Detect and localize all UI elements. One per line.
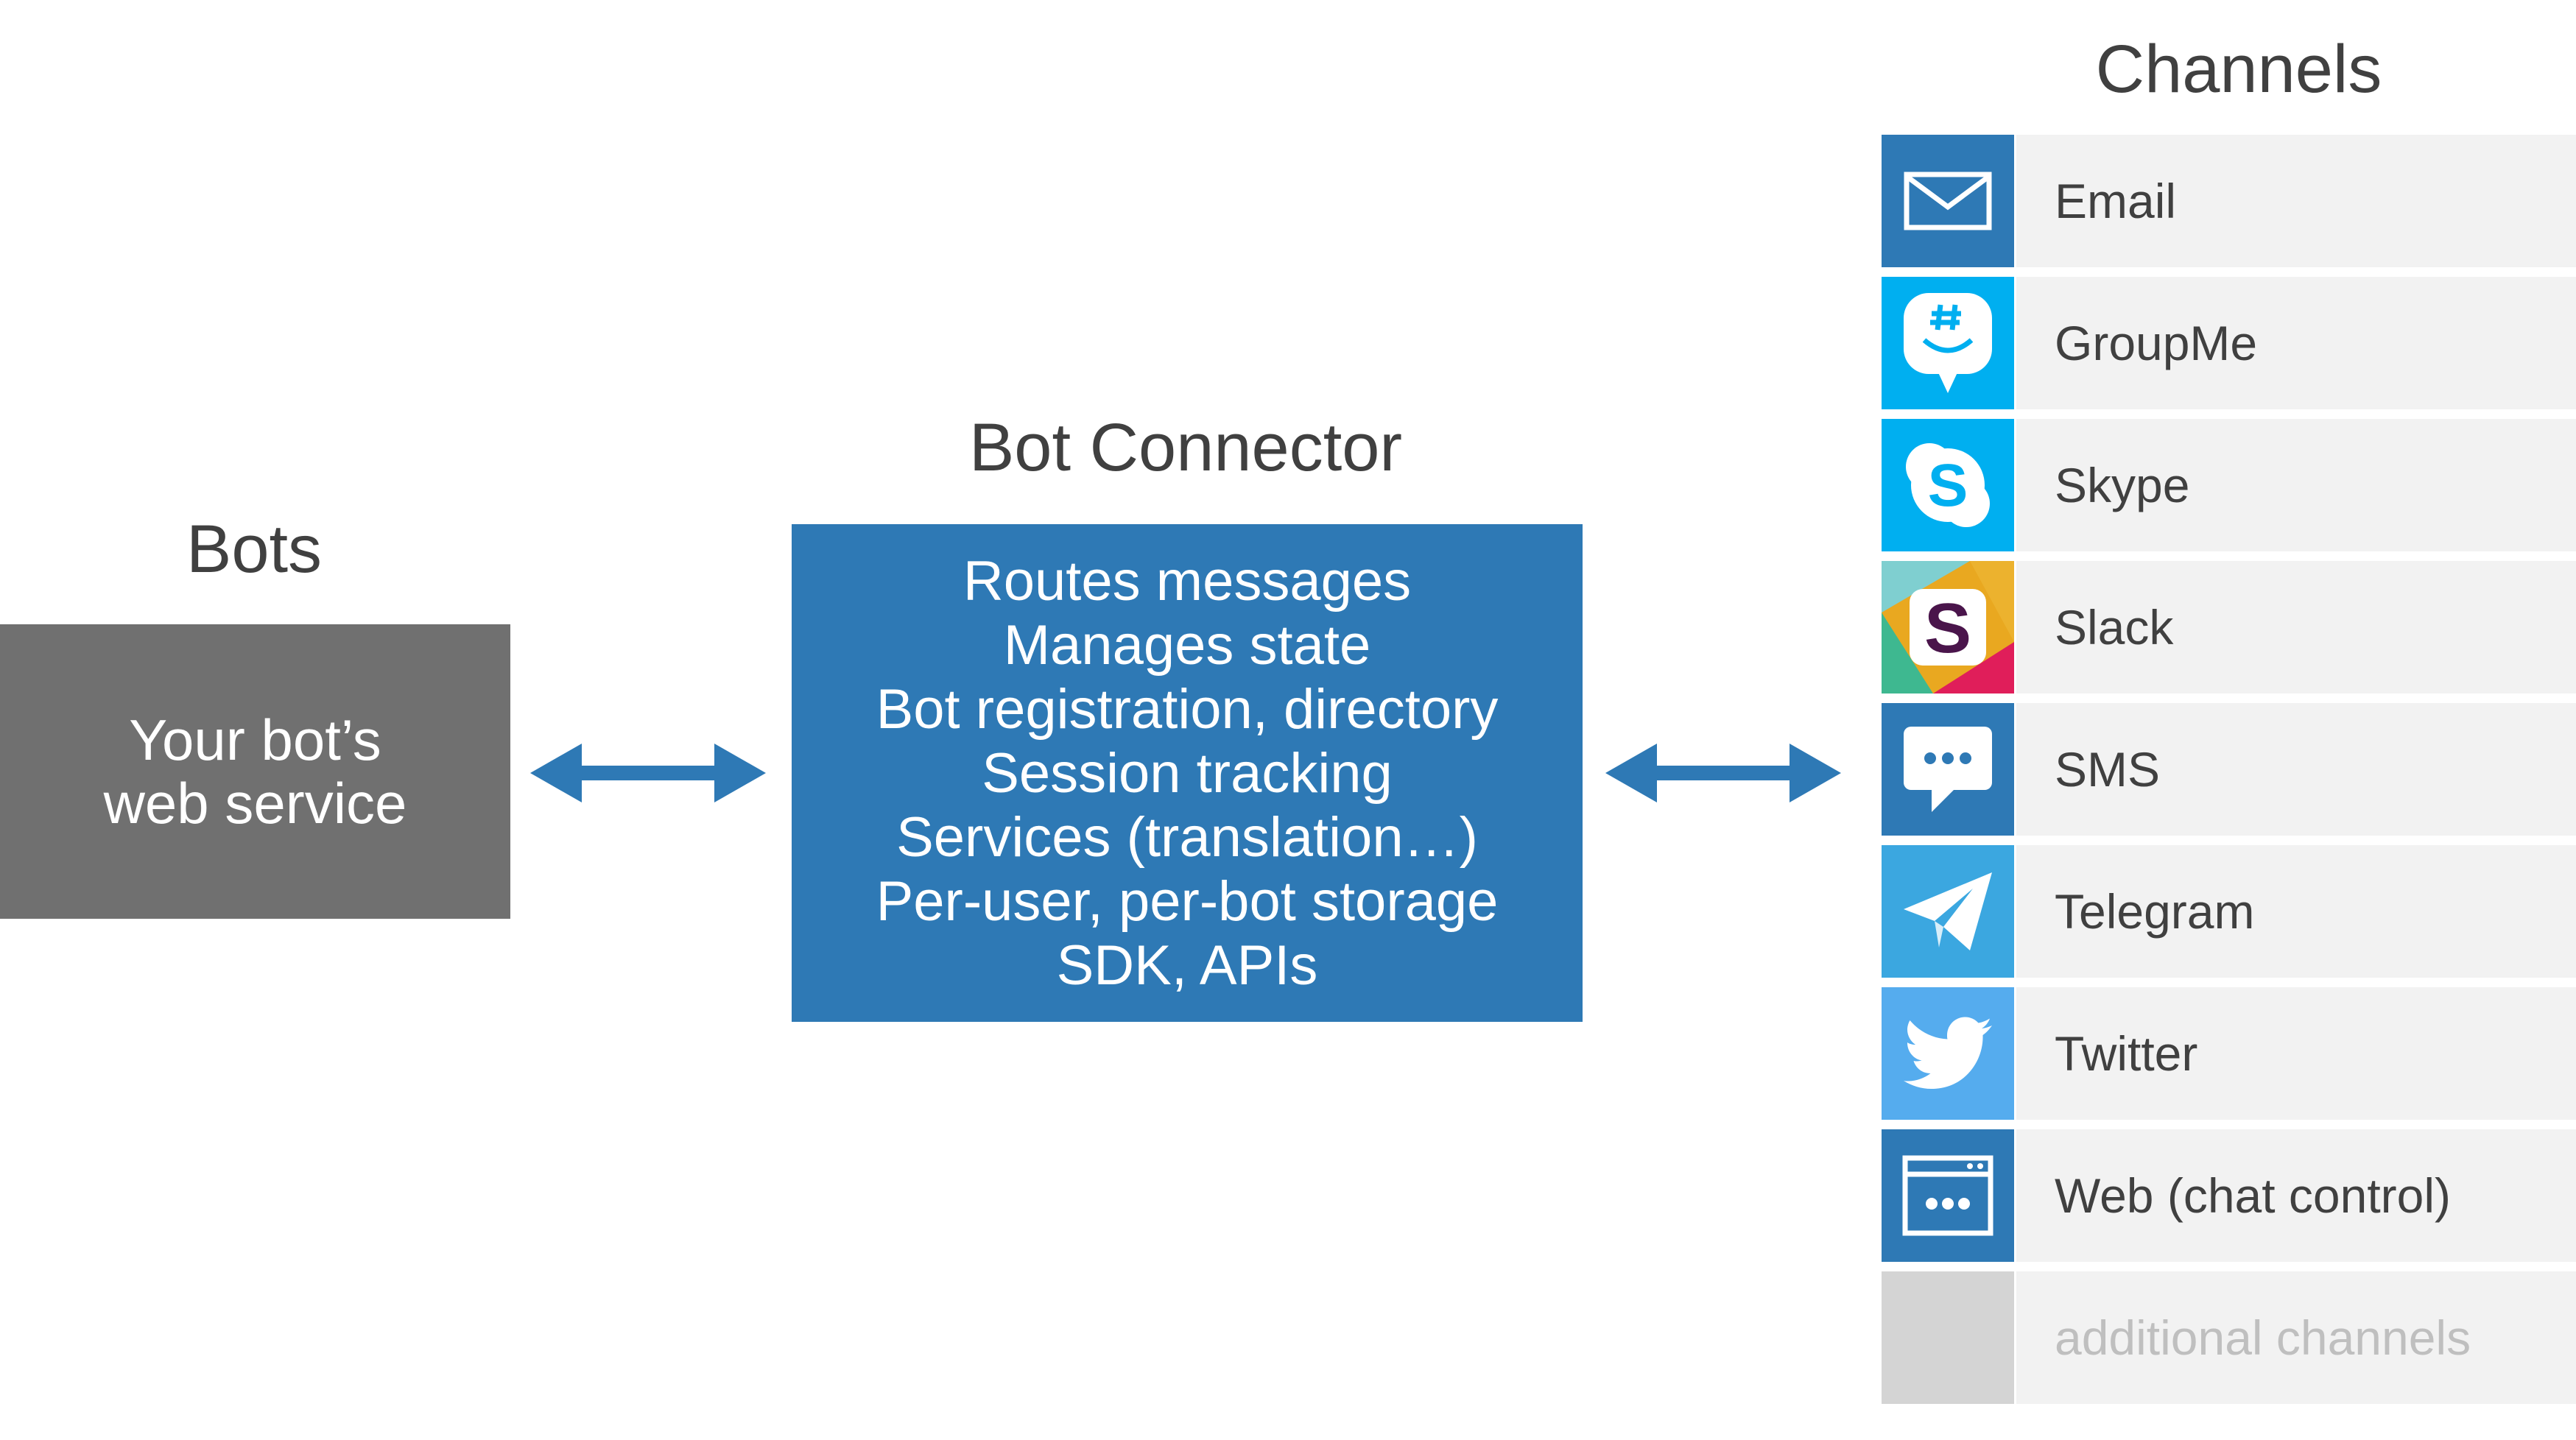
bot-connector-title: Bot Connector bbox=[968, 410, 1403, 485]
channel-row-skype: S Skype bbox=[1882, 419, 2576, 551]
web-chat-icon bbox=[1882, 1129, 2014, 1262]
channel-row-sms: SMS bbox=[1882, 703, 2576, 836]
channel-row-email: Email bbox=[1882, 135, 2576, 267]
groupme-icon bbox=[1882, 277, 2014, 409]
email-icon bbox=[1882, 135, 2014, 267]
bots-title: Bots bbox=[186, 512, 323, 587]
connector-feature: SDK, APIs bbox=[1056, 933, 1318, 997]
channel-row-twitter: Twitter bbox=[1882, 987, 2576, 1120]
connector-feature: Services (translation…) bbox=[896, 805, 1478, 869]
bot-box-line: Your bot’s bbox=[129, 707, 381, 772]
channel-label: Web (chat control) bbox=[2055, 1168, 2451, 1223]
connector-feature: Bot registration, directory bbox=[876, 677, 1499, 741]
channels-title: Channels bbox=[2095, 32, 2382, 107]
bot-connector-box: Routes messages Manages state Bot regist… bbox=[792, 524, 1583, 1022]
slack-icon: S bbox=[1882, 561, 2014, 693]
channel-label: Slack bbox=[2055, 600, 2174, 654]
skype-icon: S bbox=[1882, 419, 2014, 551]
channel-label: GroupMe bbox=[2055, 316, 2258, 370]
twitter-icon bbox=[1882, 987, 2014, 1120]
channel-label: Telegram bbox=[2055, 884, 2255, 939]
placeholder-tile bbox=[1882, 1271, 2014, 1404]
connector-feature: Manages state bbox=[1003, 613, 1371, 677]
channel-label: Email bbox=[2055, 174, 2177, 228]
telegram-icon bbox=[1882, 845, 2014, 978]
bot-web-service-box: Your bot’s web service bbox=[0, 624, 510, 919]
channel-label: additional channels bbox=[2055, 1310, 2471, 1365]
sms-icon bbox=[1882, 703, 2014, 836]
channel-row-additional: additional channels bbox=[1882, 1271, 2576, 1404]
svg-text:S: S bbox=[1924, 589, 1971, 668]
bot-box-line: web service bbox=[103, 771, 407, 836]
channel-row-web-chat: Web (chat control) bbox=[1882, 1129, 2576, 1262]
channel-label: Skype bbox=[2055, 458, 2190, 512]
bidirectional-arrow-left bbox=[530, 744, 766, 802]
channel-label: Twitter bbox=[2055, 1026, 2198, 1081]
channel-label: SMS bbox=[2055, 742, 2161, 797]
channel-row-groupme: GroupMe bbox=[1882, 277, 2576, 409]
channel-row-telegram: Telegram bbox=[1882, 845, 2576, 978]
channel-row-slack: S Slack bbox=[1882, 561, 2576, 693]
bidirectional-arrow-right bbox=[1605, 744, 1841, 802]
connector-feature: Routes messages bbox=[963, 549, 1412, 613]
svg-text:S: S bbox=[1928, 452, 1968, 519]
connector-feature: Per-user, per-bot storage bbox=[876, 869, 1499, 933]
connector-feature: Session tracking bbox=[982, 741, 1393, 805]
